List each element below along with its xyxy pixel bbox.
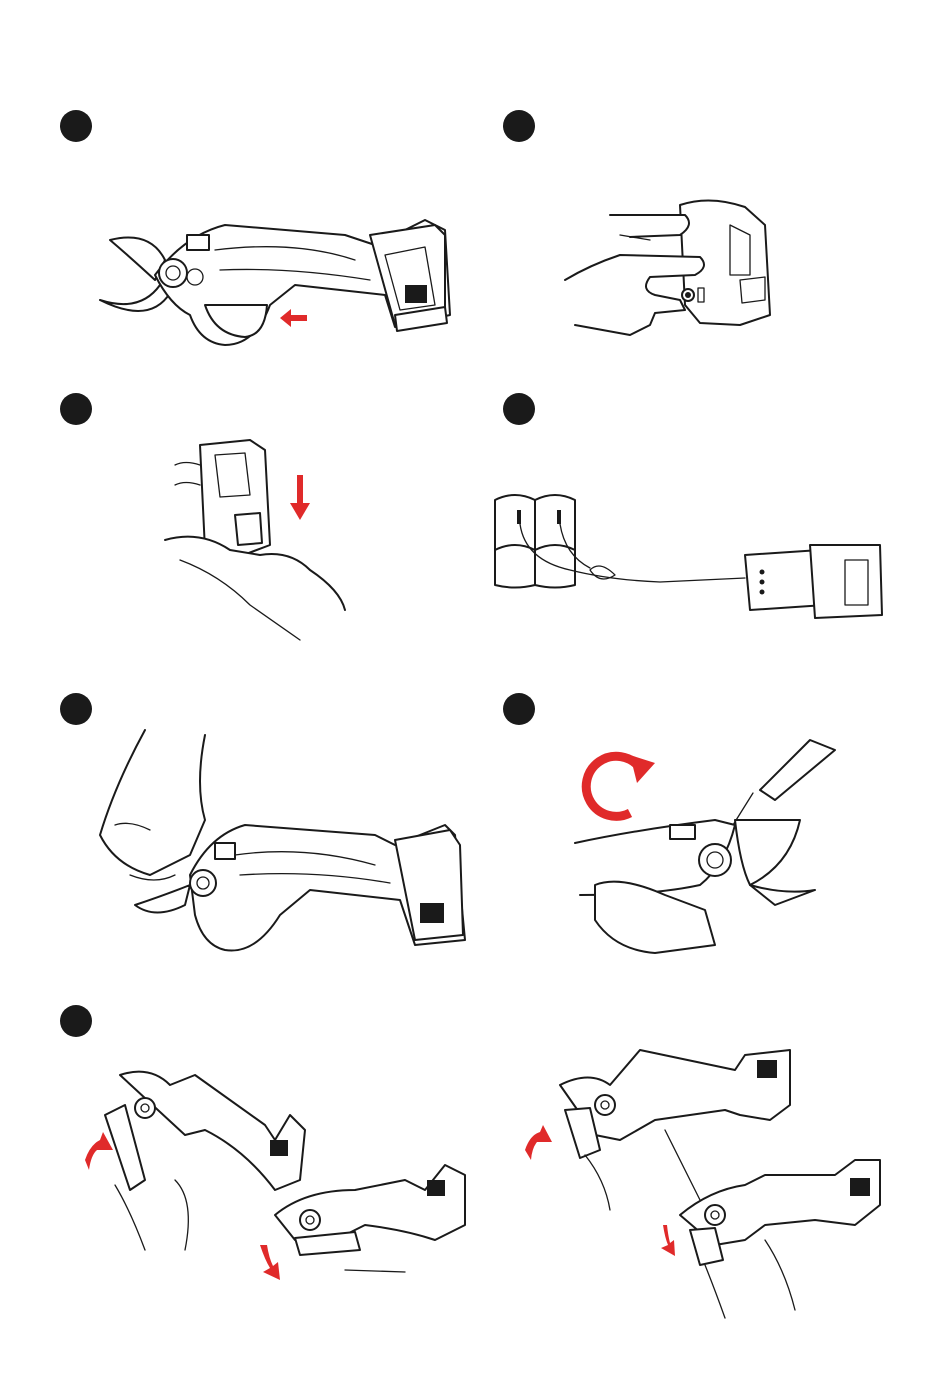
press-power-button-icon <box>560 195 780 340</box>
trigger-pull-shears-with-battery-icon <box>95 205 465 355</box>
step-marker-4 <box>503 393 535 425</box>
cutting-branches-icon <box>65 1040 875 1320</box>
step-marker-1 <box>60 110 92 142</box>
step-marker-5 <box>60 693 92 725</box>
step-marker-3 <box>60 393 92 425</box>
step-marker-7 <box>60 1005 92 1037</box>
step-marker-6 <box>503 693 535 725</box>
two-batteries-with-charger-icon <box>490 490 890 620</box>
remove-battery-icon <box>160 435 360 645</box>
step-marker-2 <box>503 110 535 142</box>
adjust-blade-rotate-icon <box>575 735 845 960</box>
hand-holding-shears-icon <box>95 725 475 960</box>
